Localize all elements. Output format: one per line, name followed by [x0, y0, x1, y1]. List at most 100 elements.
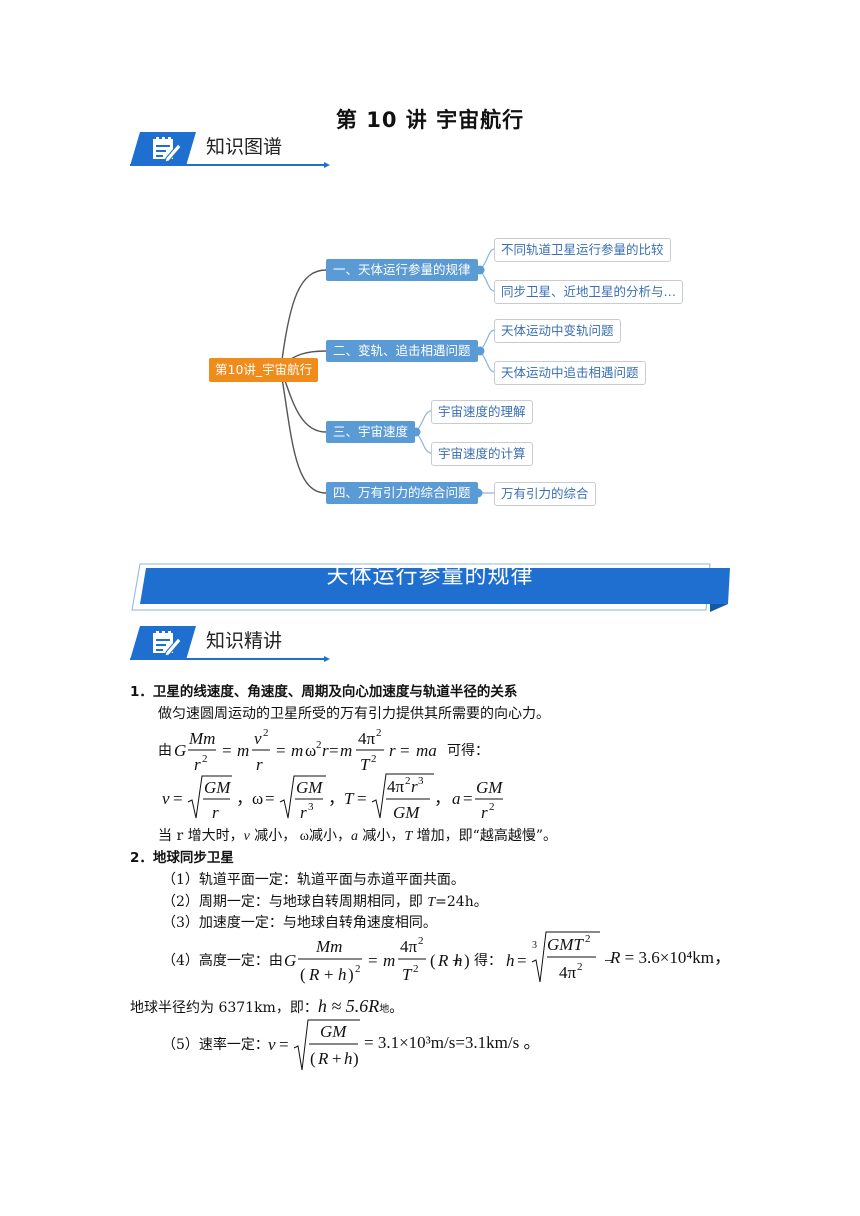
svg-text:2: 2 [376, 727, 382, 739]
svg-text:): ) [353, 1049, 359, 1068]
svg-text:−: − [604, 951, 614, 970]
banner-title: 天体运行参量的规律 [326, 564, 534, 589]
svg-text:T: T [402, 965, 413, 984]
svg-text:r: r [322, 741, 329, 760]
svg-text:GM: GM [296, 778, 323, 797]
heading-2: 2．地球同步卫星 [130, 850, 234, 866]
mindmap-branch-4: 四、万有引力的综合问题 [326, 482, 478, 504]
paragraph-trend: 当 r 增大时，v 减小， ω减小，a 减小，T 增加，即“越高越慢”。 [158, 828, 557, 844]
equation-speed: v= GM (R+h) [268, 1019, 360, 1071]
svg-text:h: h [506, 951, 515, 970]
height-value: R = 3.6×10⁴km， [610, 948, 731, 967]
svg-text:=: = [279, 1035, 289, 1054]
svg-text:3: 3 [308, 801, 314, 813]
svg-text:=: = [173, 789, 183, 808]
list-item: （1）轨道平面一定：轨道平面与赤道平面共面。 [162, 872, 465, 888]
svg-text:ω: ω [252, 789, 263, 808]
svg-text:4π: 4π [387, 777, 405, 796]
svg-text:(: ( [430, 951, 436, 970]
mindmap-leaf: 不同轨道卫星运行参量的比较 [494, 238, 671, 262]
svg-text:): ) [348, 965, 354, 984]
mindmap-leaf: 万有引力的综合 [494, 482, 596, 506]
svg-text:GM: GM [320, 1022, 347, 1041]
svg-text:+: + [332, 1049, 342, 1068]
svg-text:2: 2 [202, 753, 208, 765]
svg-text:R: R [308, 965, 320, 984]
svg-text:GM: GM [393, 803, 420, 822]
svg-text:4π: 4π [559, 963, 577, 982]
svg-text:r: r [300, 803, 307, 822]
svg-text:4π: 4π [400, 937, 418, 956]
svg-text:G: G [174, 741, 186, 760]
svg-text:(: ( [300, 965, 306, 984]
svg-text:2: 2 [355, 963, 361, 975]
svg-text:h: h [338, 965, 347, 984]
paragraph: 做匀速圆周运动的卫星所受的万有引力提供其所需要的向心力。 [158, 706, 550, 722]
mindmap-root: 第10讲_宇宙航行 [209, 358, 319, 382]
heading-1: 1．卫星的线速度、角速度、周期及向心加速度与轨道半径的关系 [130, 684, 518, 700]
svg-text:2: 2 [489, 801, 495, 813]
eq1-suffix: 可得： [447, 743, 489, 759]
svg-text:Mm: Mm [315, 937, 342, 956]
svg-text:2: 2 [371, 753, 377, 765]
svg-text:=: = [357, 789, 367, 808]
section-header-map: 知识图谱 [130, 130, 330, 168]
list-item-speed-prefix: （5）速率一定： [162, 1037, 269, 1053]
mindmap-branch-2: 二、变轨、追击相遇问题 [326, 340, 478, 362]
mindmap-leaf: 天体运动中追击相遇问题 [494, 361, 646, 385]
notepad-pencil-icon [130, 132, 196, 166]
svg-text:4π: 4π [358, 729, 376, 748]
list-item-height-mid: 得： [474, 953, 502, 969]
svg-text:a: a [452, 789, 461, 808]
svg-text:，: ， [434, 789, 451, 808]
svg-text:+: + [452, 951, 462, 970]
svg-text:GM: GM [476, 778, 503, 797]
svg-text:ma: ma [416, 741, 437, 760]
svg-text:r: r [212, 803, 219, 822]
equation-height-tail: h) [454, 951, 470, 970]
svg-text:T: T [360, 755, 371, 774]
svg-text:=: = [222, 741, 232, 760]
section-header-lecture: 知识精讲 [130, 624, 330, 662]
svg-text:Mm: Mm [188, 729, 215, 748]
svg-text:ω: ω [305, 741, 316, 760]
svg-text:2: 2 [418, 935, 424, 947]
svg-text:+: + [324, 965, 334, 984]
svg-text:G: G [284, 951, 296, 970]
svg-text:(: ( [310, 1049, 316, 1068]
notepad-pencil-icon [130, 626, 196, 660]
svg-text:R: R [437, 951, 449, 970]
mindmap-leaf: 天体运动中变轨问题 [494, 319, 621, 343]
svg-text:R: R [317, 1049, 329, 1068]
svg-text:=: = [400, 741, 410, 760]
svg-text:=: = [368, 951, 378, 970]
mindmap-leaf: 同步卫星、近地卫星的分析与… [494, 280, 684, 304]
svg-text:=: = [265, 789, 275, 808]
chapter-banner: 天体运行参量的规律 [130, 562, 730, 612]
svg-text:m: m [340, 741, 352, 760]
svg-text:v: v [162, 789, 170, 808]
svg-text:m: m [237, 741, 249, 760]
svg-text:，: ， [236, 789, 253, 808]
svg-text:3: 3 [418, 775, 424, 787]
svg-text:v: v [254, 729, 262, 748]
svg-text:2: 2 [316, 739, 322, 751]
paragraph-radius: 地球半径约为 6371km，即：h ≈ 5.6R地。 [130, 996, 404, 1016]
svg-text:2: 2 [263, 727, 269, 739]
eq1-prefix: 由 [158, 743, 172, 759]
svg-text:h: h [344, 1049, 353, 1068]
svg-text:m: m [291, 741, 303, 760]
list-item-height-prefix: （4）高度一定：由 [162, 953, 283, 969]
svg-text:r: r [256, 755, 263, 774]
svg-text:m: m [383, 951, 395, 970]
mindmap-leaf: 宇宙速度的计算 [431, 442, 533, 466]
mindmap-branch-3: 三、宇宙速度 [326, 421, 416, 443]
svg-text:=: = [517, 951, 527, 970]
svg-text:): ) [464, 951, 470, 970]
speed-value: = 3.1×10³m/s=3.1km/s 。 [364, 1033, 541, 1052]
section-header-label: 知识精讲 [206, 630, 283, 652]
mindmap-branch-1: 一、天体运行参量的规律 [326, 259, 478, 281]
